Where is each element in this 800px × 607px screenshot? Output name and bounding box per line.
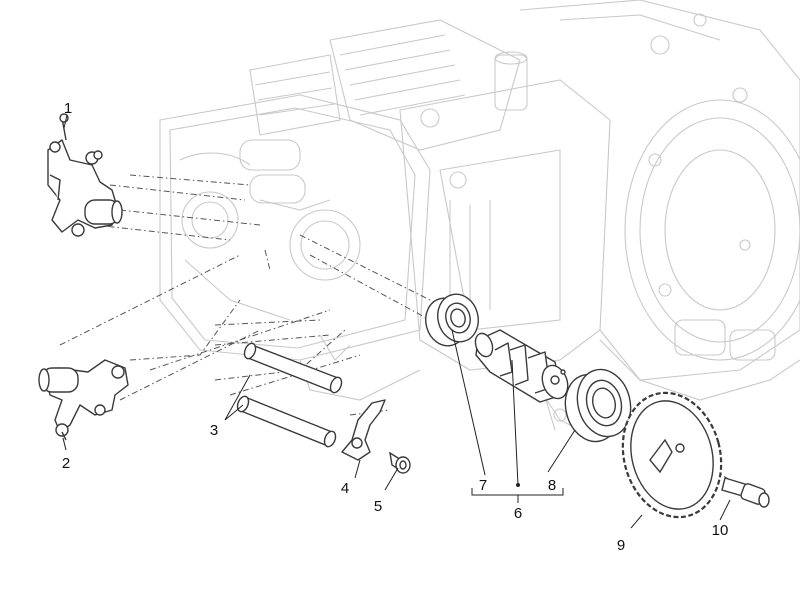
engine-block-outline	[159, 0, 800, 441]
leader-lines	[62, 114, 731, 529]
callout-labels: 1 2 3 4 5 6 7 8 9 10	[62, 100, 729, 554]
bearing-large	[564, 368, 632, 443]
screw	[389, 451, 411, 474]
callout-5: 5	[374, 498, 382, 515]
bolt	[721, 477, 770, 508]
callout-8: 8	[548, 477, 556, 494]
callout-2: 2	[62, 455, 70, 472]
callout-3: 3	[210, 422, 218, 439]
callout-6: 6	[514, 505, 522, 522]
bearing-small	[425, 293, 479, 347]
callout-1: 1	[64, 100, 72, 117]
callout-7: 7	[479, 477, 487, 494]
rocker-arm-lower	[38, 359, 129, 441]
rocker-arm-upper	[47, 113, 123, 237]
camshaft	[474, 329, 569, 403]
retainer-plate	[341, 399, 386, 461]
callout-4: 4	[341, 480, 349, 497]
callout-10: 10	[712, 522, 729, 539]
pins	[236, 342, 343, 448]
callout-9: 9	[617, 537, 625, 554]
bracket-dot	[516, 483, 520, 487]
sprocket	[621, 391, 723, 519]
